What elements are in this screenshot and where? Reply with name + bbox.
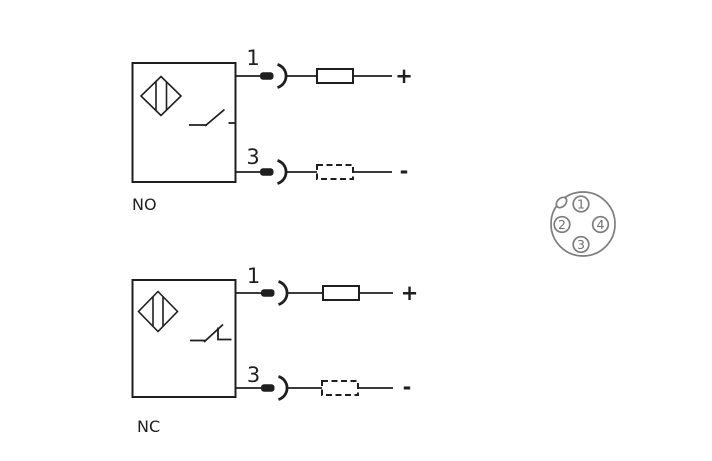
socket-arc (277, 375, 289, 401)
plug-socket-connector-icon (260, 159, 288, 185)
load-resistor-icon (322, 285, 360, 301)
switch-blade (204, 108, 226, 127)
load-resistor-icon (316, 68, 354, 84)
optional-load-resistor-icon (321, 380, 359, 396)
terminal-3-line: 3 - (235, 145, 409, 185)
terminal-number-label: 1 (247, 264, 260, 288)
plug-pin (260, 72, 274, 80)
terminal-number-label: 3 (246, 145, 259, 169)
pin-1: 1 (572, 195, 590, 213)
proximity-sensor-icon (137, 290, 179, 333)
plug-socket-connector-icon (260, 63, 288, 89)
pin-number-label: 3 (577, 237, 585, 252)
nc-circuit: 1 + 3 (131, 264, 419, 436)
terminal-1-line: 1 + (235, 46, 413, 89)
polarity-minus-label: - (403, 375, 412, 399)
normally-open-switch-icon (189, 108, 236, 127)
polarity-minus-label: - (400, 159, 409, 183)
terminal-number-label: 3 (247, 363, 260, 387)
socket-arc (276, 159, 288, 185)
switch-contact (217, 327, 232, 341)
plug-pin (261, 384, 275, 392)
pin-number-label: 1 (577, 196, 585, 211)
polarity-plus-label: + (401, 281, 419, 305)
polarity-plus-label: + (395, 64, 413, 88)
proximity-sensor-icon (139, 75, 183, 117)
diamond-outline (139, 75, 183, 117)
normally-closed-switch-icon (190, 323, 232, 343)
pin-circle (572, 195, 590, 213)
no-circuit: 1 + 3 (131, 46, 413, 214)
terminal-1-line: 1 + (235, 264, 419, 306)
pin-number-label: 2 (558, 217, 566, 232)
plug-socket-connector-icon (261, 280, 289, 306)
pin-3: 3 (572, 235, 590, 254)
diamond-outline (137, 290, 179, 333)
pin-number-label: 4 (597, 217, 605, 232)
optional-load-resistor-icon (316, 164, 354, 180)
socket-arc (277, 280, 289, 306)
keyway-notch-icon (555, 196, 568, 209)
plug-pin (261, 289, 275, 297)
pin-2: 2 (553, 215, 571, 234)
terminal-3-line: 3 - (235, 363, 412, 401)
socket-arc (276, 63, 288, 89)
terminal-number-label: 1 (246, 46, 259, 70)
pin-circle (553, 215, 571, 234)
plug-pin (260, 168, 274, 176)
switch-blade (203, 323, 224, 343)
pin-circle (572, 235, 590, 254)
plug-socket-connector-icon (261, 375, 289, 401)
pin-circle (591, 215, 610, 234)
circuit-label-nc: NC (137, 417, 160, 436)
connector-pinout: 1 2 4 3 (550, 191, 616, 257)
sensor-body-box (131, 279, 237, 398)
sensor-body-box (131, 62, 237, 183)
circuit-label-no: NO (132, 195, 157, 214)
pin-4: 4 (591, 215, 610, 234)
connector-face-circle (550, 191, 616, 257)
